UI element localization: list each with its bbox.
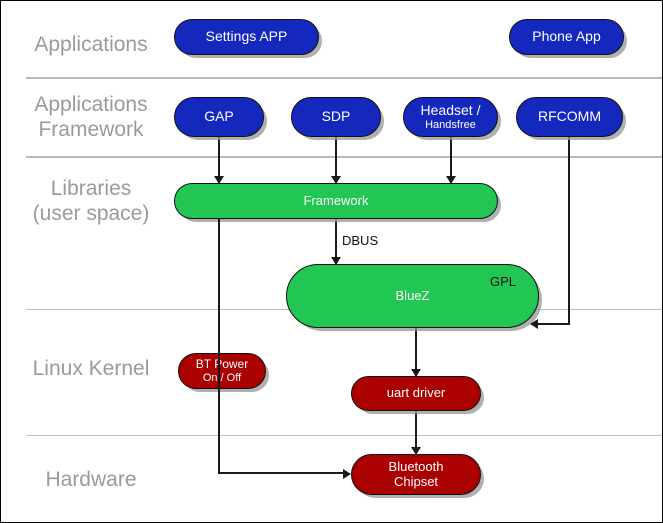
- edge-headset-to-framework-line: [450, 137, 452, 183]
- edge-gap-to-chipset-vertical: [218, 219, 220, 474]
- node-sdp[interactable]: SDP: [291, 97, 381, 137]
- node-uart-driver-label: uart driver: [386, 385, 446, 401]
- node-uart-driver[interactable]: uart driver: [351, 376, 481, 411]
- edge-gap-to-chipset-arrowhead: [343, 469, 351, 479]
- node-bluetooth-chipset-label-line2: Chipset: [393, 473, 439, 489]
- node-sdp-label: SDP: [321, 108, 351, 125]
- node-settings-app[interactable]: Settings APP: [174, 19, 319, 55]
- layer-label-libraries: Libraries (user space): [32, 177, 150, 225]
- node-bt-power[interactable]: BT Power On / Off: [178, 353, 266, 389]
- node-bt-power-label-line1: BT Power: [195, 357, 249, 372]
- edge-rfcomm-to-bluez-arrowhead: [530, 319, 538, 329]
- node-bluez-annotation-gpl: GPL: [489, 274, 516, 289]
- edge-framework-to-bluez-line: [335, 219, 337, 264]
- divider-linux-kernel: [26, 435, 662, 436]
- node-bluez-label: BlueZ: [395, 287, 430, 303]
- node-bluetooth-chipset[interactable]: Bluetooth Chipset: [351, 454, 481, 495]
- layer-label-applications: Applications: [34, 33, 148, 56]
- layer-label-linux-kernel: Linux Kernel: [32, 357, 150, 380]
- node-headset-handsfree[interactable]: Headset / Handsfree: [403, 97, 498, 137]
- layer-label-applications-framework: Applications Framework: [34, 93, 148, 141]
- edge-bluez-to-uart-arrowhead: [411, 369, 421, 377]
- node-rfcomm-label: RFCOMM: [538, 108, 601, 125]
- node-settings-app-label: Settings APP: [205, 28, 288, 45]
- node-headset-handsfree-label-line2: Handsfree: [425, 118, 476, 131]
- edge-gap-to-framework-arrowhead: [214, 176, 224, 184]
- node-gap[interactable]: GAP: [174, 97, 264, 137]
- node-framework[interactable]: Framework: [174, 183, 498, 219]
- edge-rfcomm-to-bluez-vertical: [568, 137, 570, 325]
- layer-label-hardware: Hardware: [45, 468, 137, 491]
- edge-uart-to-chipset-line: [415, 411, 417, 454]
- edge-gap-to-chipset-horizontal: [218, 472, 344, 474]
- edge-gap-to-framework-line: [218, 137, 220, 183]
- node-bt-power-label-line2: On / Off: [202, 371, 242, 384]
- edge-label-dbus: DBUS: [342, 233, 379, 248]
- node-framework-label: Framework: [303, 192, 369, 208]
- edge-headset-to-framework-arrowhead: [446, 176, 456, 184]
- node-bluetooth-chipset-label-line1: Bluetooth: [388, 458, 444, 474]
- divider-applications-framework: [26, 156, 662, 158]
- edge-framework-to-bluez-arrowhead: [331, 257, 341, 265]
- edge-uart-to-chipset-arrowhead: [411, 447, 421, 455]
- node-rfcomm[interactable]: RFCOMM: [516, 97, 623, 137]
- node-phone-app-label: Phone App: [532, 28, 601, 45]
- edge-sdp-to-framework-line: [335, 137, 337, 183]
- node-bluez[interactable]: BlueZ GPL: [286, 264, 539, 328]
- divider-applications: [26, 77, 662, 79]
- node-headset-handsfree-label-line1: Headset /: [420, 102, 481, 118]
- node-phone-app[interactable]: Phone App: [509, 19, 624, 55]
- edge-sdp-to-framework-arrowhead: [331, 176, 341, 184]
- edge-rfcomm-to-bluez-horizontal: [537, 323, 570, 325]
- edge-bluez-to-uart-line: [415, 328, 417, 376]
- node-gap-label: GAP: [204, 108, 234, 125]
